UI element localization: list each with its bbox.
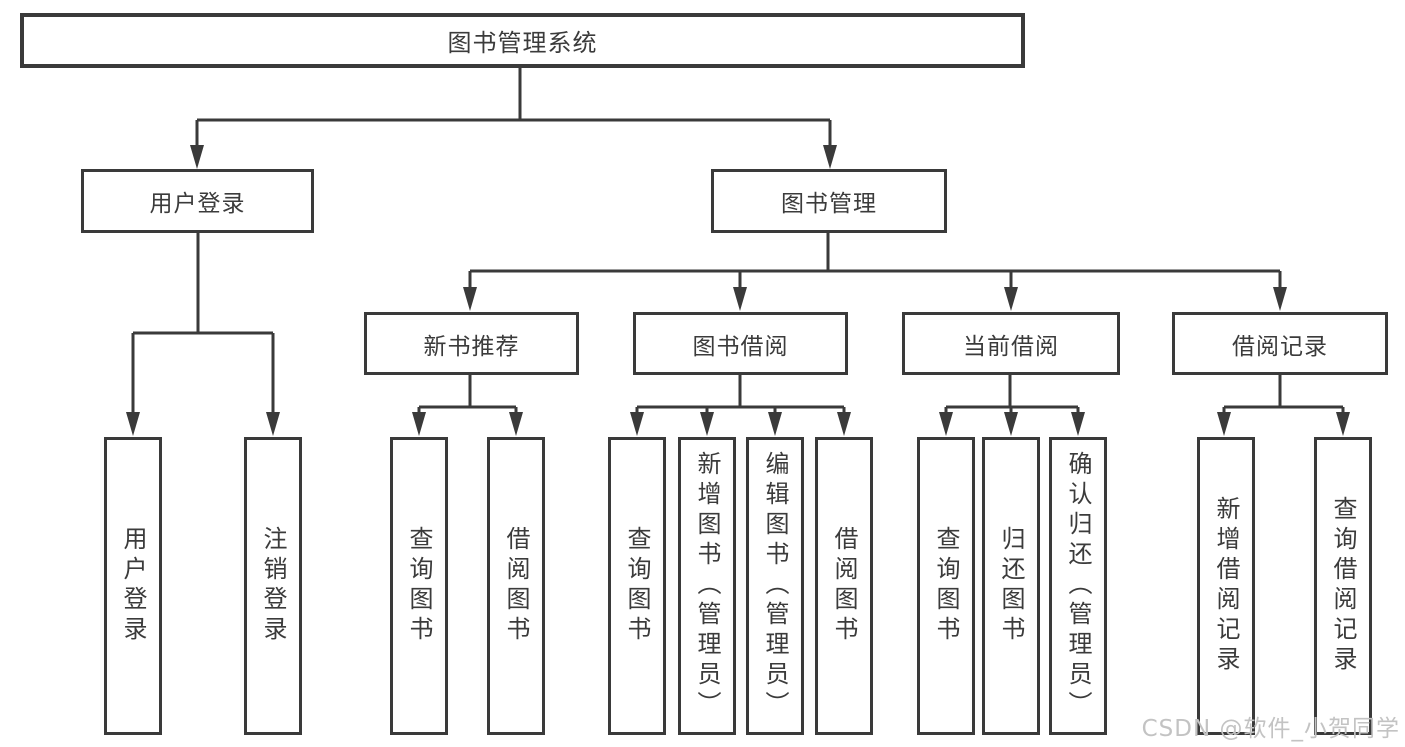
node-new-book-recommend: 新书推荐 bbox=[364, 312, 579, 375]
leaf-bb-query-book: 查询图书 bbox=[608, 437, 666, 735]
leaf-br-query-record: 查询借阅记录 bbox=[1314, 437, 1372, 735]
edge-root-to-level2 bbox=[195, 68, 832, 150]
leaf-bb-add-book-admin: 新增图书（管理员） bbox=[678, 437, 736, 735]
node-borrowing-records: 借阅记录 bbox=[1172, 312, 1388, 375]
leaf-rec-query-book: 查询图书 bbox=[390, 437, 448, 735]
node-book-management: 图书管理 bbox=[711, 169, 947, 233]
leaf-user-login: 用户登录 bbox=[104, 437, 162, 735]
csdn-watermark: CSDN @软件_小贺同学 bbox=[1141, 716, 1400, 742]
leaf-cb-return-book: 归还图书 bbox=[982, 437, 1040, 735]
leaf-cb-confirm-return-admin: 确认归还（管理员） bbox=[1049, 437, 1107, 735]
node-book-borrowing: 图书借阅 bbox=[633, 312, 848, 375]
node-library-system: 图书管理系统 bbox=[20, 13, 1025, 68]
leaf-cb-query-book: 查询图书 bbox=[917, 437, 975, 735]
edge-user-login-to-children bbox=[131, 233, 275, 418]
edge-new-book-rec-to-children bbox=[417, 375, 518, 420]
edge-borrow-records-to-children bbox=[1222, 375, 1345, 420]
leaf-bb-borrow-book: 借阅图书 bbox=[815, 437, 873, 735]
leaf-br-add-record: 新增借阅记录 bbox=[1197, 437, 1255, 735]
node-user-login: 用户登录 bbox=[81, 169, 314, 233]
leaf-bb-edit-book-admin: 编辑图书（管理员） bbox=[746, 437, 804, 735]
node-current-borrowing: 当前借阅 bbox=[902, 312, 1120, 375]
edge-book-mgmt-to-level3 bbox=[468, 233, 1282, 293]
arrowheads bbox=[126, 145, 1350, 436]
edge-book-borrow-to-children bbox=[635, 375, 846, 420]
leaf-rec-borrow-book: 借阅图书 bbox=[487, 437, 545, 735]
leaf-logout: 注销登录 bbox=[244, 437, 302, 735]
